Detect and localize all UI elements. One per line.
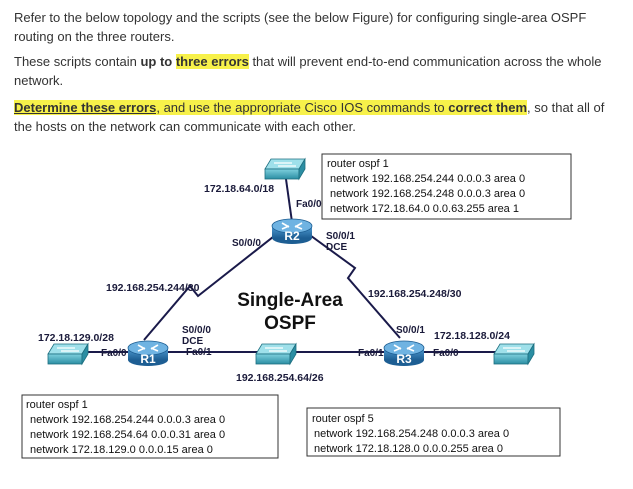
net-label-r2-r3: 192.168.254.248/30 [368,288,462,300]
p3-text-b: , and use the appropriate Cisco IOS comm… [156,100,449,115]
net-label-r2-lan: 172.18.64.0/18 [204,183,274,195]
net-label-r1-r3: 192.168.254.64/26 [236,372,324,384]
p3-text-d: , so that all of the hosts on the networ… [14,100,605,134]
intro-paragraph-1: Refer to the below topology and the scri… [14,10,587,44]
net-label-r1-lan: 172.18.129.0/28 [38,332,114,344]
script-box-r2: router ospf 1 network 192.168.254.244 0.… [321,153,572,220]
script-r1-line-2: network 192.168.254.244 0.0.0.3 area 0 [30,414,225,426]
script-r1-line-4: network 172.18.129.0 0.0.0.15 area 0 [30,444,213,456]
p2-text-b: up to [140,54,176,69]
net-label-r3-lan: 172.18.128.0/24 [434,330,510,342]
if-label-r1-fa01: Fa0/1 [186,347,212,358]
router-icon [127,340,169,366]
switch-icon [255,342,297,366]
if-label-r1-s000: S0/0/0 [182,325,211,336]
script-r3-line-3: network 172.18.128.0 0.0.0.255 area 0 [314,443,503,455]
script-r2-line-4: network 172.18.64.0 0.0.63.255 area 1 [330,203,519,215]
intro-paragraph-2: These scripts contain up to three errors… [14,52,619,90]
if-label-r2-fa00: Fa0/0 [296,199,322,210]
serial-link-r2-r3 [291,221,401,339]
if-label-r1-fa00: Fa0/0 [101,348,127,359]
if-label-r3-fa00: Fa0/0 [433,348,459,359]
diagram-title-line1: Single-Area [237,290,343,311]
script-r1-line-1: router ospf 1 [26,399,88,411]
router-name-r2: R2 [284,229,300,243]
if-label-r3-s001: S0/0/1 [396,325,425,336]
p2-highlight-three-errors: three errors [175,54,249,69]
if-label-r1-dce: DCE [182,336,203,347]
switch-icon [47,342,89,366]
p3-highlight-determine: Determine these errors [14,100,157,115]
script-r3-line-2: network 192.168.254.248 0.0.0.3 area 0 [314,428,509,440]
serial-link-r1-r2 [143,221,293,341]
script-r2-line-2: network 192.168.254.244 0.0.0.3 area 0 [330,173,525,185]
script-r2-line-1: router ospf 1 [327,158,389,170]
if-label-r3-fa01: Fa0/1 [358,348,384,359]
if-label-r2-dce: DCE [326,242,347,253]
switch-icon [493,342,535,366]
p2-text-a: These scripts contain [14,54,141,69]
script-box-r3: router ospf 5 network 192.168.254.248 0.… [306,407,561,457]
script-r1-line-3: network 192.168.254.64 0.0.0.31 area 0 [30,429,225,441]
if-label-r2-s000: S0/0/0 [232,238,261,249]
net-label-r1-r2: 192.168.254.244/30 [106,282,200,294]
script-r3-line-1: router ospf 5 [312,413,374,425]
switch-icon [264,157,306,181]
intro-paragraph-3: Determine these errors, and use the appr… [14,98,619,136]
p3-highlight-correct: correct them [448,100,528,115]
script-r2-line-3: network 192.168.254.248 0.0.0.3 area 0 [330,188,525,200]
ethernet-link-r2-lan [284,171,293,223]
router-icon [271,218,313,244]
router-name-r3: R3 [396,352,412,366]
if-label-r2-s001: S0/0/1 [326,231,355,242]
script-box-r1: router ospf 1 network 192.168.254.244 0.… [21,394,279,459]
diagram-title-line2: OSPF [264,313,316,334]
router-icon [383,340,425,366]
p2-text-d: that will prevent end-to-end communicati… [14,54,602,88]
router-name-r1: R1 [140,352,156,366]
